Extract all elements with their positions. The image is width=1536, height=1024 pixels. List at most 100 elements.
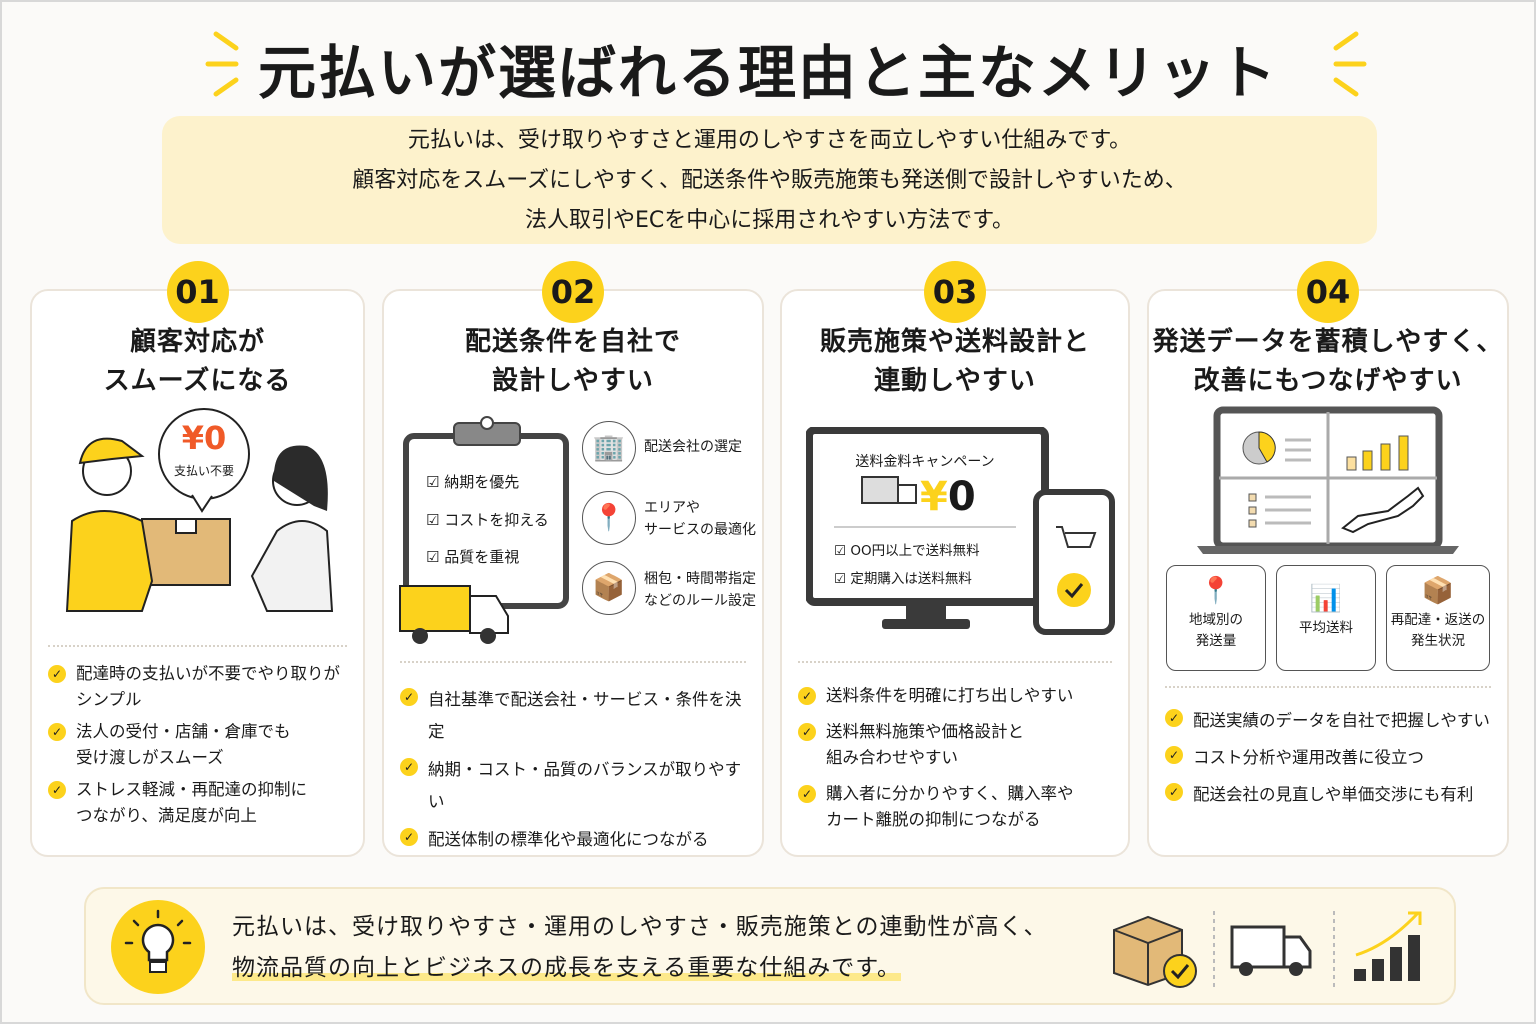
bullet-item: 送料条件を明確に打ち出しやすい <box>798 683 1118 709</box>
card-02: 02 配送条件を自社で設計しやすい ☑ 納期を優先 ☑ コストを抑える ☑ 品質… <box>382 261 764 857</box>
option-label-line: エリアや <box>644 500 700 516</box>
bullet-text: 購入者に分かりやすく、購入率や <box>826 784 1074 803</box>
building-icon: 🏢 <box>582 421 636 475</box>
tile-label: 地域別の <box>1189 612 1243 628</box>
bullet-text: 配達時の支払いが不要でやり取りが <box>76 664 340 683</box>
card-title-line: 発送データを蓄積しやすく、 <box>1152 327 1504 357</box>
bullet-item: 配送実績のデータを自社で把握しやすい <box>1165 705 1497 736</box>
screen-checklist: ☑ OO円以上で送料無料 ☑ 定期購入は送料無料 <box>834 537 980 593</box>
bullet-text: 送料無料施策や価格設計と <box>826 722 1024 741</box>
checklist-item: ☑ 納期を優先 <box>426 473 520 491</box>
number-badge: 01 <box>166 261 229 323</box>
screen-check-text: OO円以上で送料無料 <box>850 543 980 559</box>
divider <box>798 661 1112 663</box>
location-pin-icon: 📍 <box>1199 576 1233 606</box>
banner-line: 物流品質の向上とビジネスの成長を支える重要な仕組みです。 <box>232 948 1048 989</box>
checklist-text: 納期を優先 <box>444 473 520 491</box>
package-icon: 📦 <box>582 561 636 615</box>
card-title-line: 顧客対応が <box>129 327 265 357</box>
bar-chart-icon: 📊 <box>1309 584 1343 614</box>
lightbulb-icon <box>111 900 205 994</box>
tile-label: 再配達・返送の <box>1390 612 1486 628</box>
screen-check-text: 定期購入は送料無料 <box>850 571 972 587</box>
bullet-text: 受け渡しがスムーズ <box>76 748 224 767</box>
bullet-item: コスト分析や運用改善に役立つ <box>1165 742 1497 773</box>
intro-box: 元払いは、受け取りやすさと運用のしやすさを両立しやすい仕組みです。 顧客対応をス… <box>162 116 1377 244</box>
growth-chart-icon <box>1354 911 1422 981</box>
checklist-item: ☑ コストを抑える <box>426 510 549 529</box>
intro-line: 法人取引やECを中心に採用されやすい方法です。 <box>524 208 1015 233</box>
truck-icon <box>1230 925 1312 976</box>
card-03: 03 販売施策や送料設計と連動しやすい 送料金料キャンペーン ¥0 ☑ OO円以… <box>780 261 1130 857</box>
package-icon: 📦 <box>1421 576 1455 606</box>
option-label-line: サービスの最適化 <box>644 522 756 538</box>
option-label: 梱包・時間帯指定などのルール設定 <box>644 568 756 612</box>
number-badge: 03 <box>924 261 986 323</box>
bullet-text: カート離脱の抑制につながる <box>826 810 1041 829</box>
monitor-phone-illustration <box>806 427 1115 635</box>
package-check-icon <box>1113 915 1197 988</box>
checklist-text: 品質を重視 <box>444 548 520 566</box>
checklist: ☑ 納期を優先 ☑ コストを抑える ☑ 品質を重視 <box>426 464 549 577</box>
screen-check-item: ☑ 定期購入は送料無料 <box>834 571 972 587</box>
bullet-item: 配送会社の見直しや単価交渉にも有利 <box>1165 779 1497 810</box>
card-title-line: 販売施策や送料設計と <box>819 327 1090 357</box>
checklist-text: コストを抑える <box>444 510 549 529</box>
divider <box>48 645 347 647</box>
yen-symbol: ¥ <box>920 474 948 520</box>
card-title-line: スムーズになる <box>103 366 292 396</box>
option-label-line: などのルール設定 <box>644 593 756 609</box>
bullet-text: 組み合わせやすい <box>826 748 958 767</box>
location-pin-icon: 📍 <box>582 491 636 545</box>
bullet-item: 自社基準で配送会社・サービス・条件を決定 <box>400 684 752 748</box>
checklist-item: ☑ 品質を重視 <box>426 548 520 566</box>
bubble-label: 支払い不要 <box>173 464 234 478</box>
card-04: 04 発送データを蓄積しやすく、改善にもつなげやすい 📍 地域別の発送量 📊 平均送… <box>1147 261 1509 857</box>
card-title-line: 配送条件を自社で <box>464 327 681 357</box>
bullet-list: 自社基準で配送会社・サービス・条件を決定 納期・コスト・品質のバランスが取りやす… <box>400 684 752 862</box>
screen-price: ¥0 <box>920 474 976 520</box>
card-title: 販売施策や送料設計と連動しやすい <box>782 323 1128 401</box>
screen-price-value: 0 <box>947 474 976 520</box>
option-label: エリアやサービスの最適化 <box>644 497 756 541</box>
number-badge: 04 <box>1297 261 1359 323</box>
bullet-text: シンプル <box>76 690 142 709</box>
tile-label: 発送量 <box>1195 633 1237 649</box>
bullet-item: 配送体制の標準化や最適化につながる <box>400 824 752 856</box>
number-badge: 02 <box>542 261 604 323</box>
divider <box>1165 686 1491 688</box>
tile-label: 発生状況 <box>1411 633 1465 649</box>
bullet-text: つながり、満足度が向上 <box>76 806 257 825</box>
screen-check-item: ☑ OO円以上で送料無料 <box>834 543 980 559</box>
laptop-dashboard-illustration <box>1197 406 1459 554</box>
clipboard-truck-illustration <box>399 416 569 644</box>
summary-banner: 元払いは、受け取りやすさ・運用のしやすさ・販売施策との連動性が高く、 物流品質の… <box>84 887 1456 1005</box>
banner-highlight: 物流品質の向上とビジネスの成長を支える重要な仕組みです。 <box>232 955 902 981</box>
bullet-text: 法人の受付・店舗・倉庫でも <box>76 722 291 741</box>
price-zero: ¥0 <box>181 419 227 457</box>
bullet-text: ストレス軽減・再配達の抑制に <box>76 780 307 799</box>
tile-regional-volume: 📍 地域別の発送量 <box>1166 565 1266 671</box>
card-title-line: 改善にもつなげやすい <box>1193 366 1463 396</box>
bullet-list: 配送実績のデータを自社で把握しやすい コスト分析や運用改善に役立つ 配送会社の見… <box>1165 705 1497 816</box>
banner-line: 元払いは、受け取りやすさ・運用のしやすさ・販売施策との連動性が高く、 <box>232 914 1048 940</box>
card-title: 配送条件を自社で設計しやすい <box>384 323 762 401</box>
delivery-handover-illustration <box>65 408 334 612</box>
option-label: 配送会社の選定 <box>644 439 742 455</box>
tile-label: 平均送料 <box>1299 620 1353 636</box>
screen-title: 送料金料キャンペーン <box>855 454 995 470</box>
spark-icon-right <box>1333 31 1367 97</box>
intro-line: 元払いは、受け取りやすさと運用のしやすさを両立しやすい仕組みです。 <box>407 128 1132 153</box>
option-label-line: 梱包・時間帯指定 <box>644 571 756 587</box>
page-title: 元払いが選ばれる理由と主なメリット <box>257 39 1278 107</box>
card-title-line: 設計しやすい <box>492 366 654 396</box>
banner-icons <box>1113 911 1422 988</box>
spark-icon-left <box>205 31 239 97</box>
intro-line: 顧客対応をスムーズにしやすく、配送条件や販売施策も発送側で設計しやすいため、 <box>352 168 1187 193</box>
